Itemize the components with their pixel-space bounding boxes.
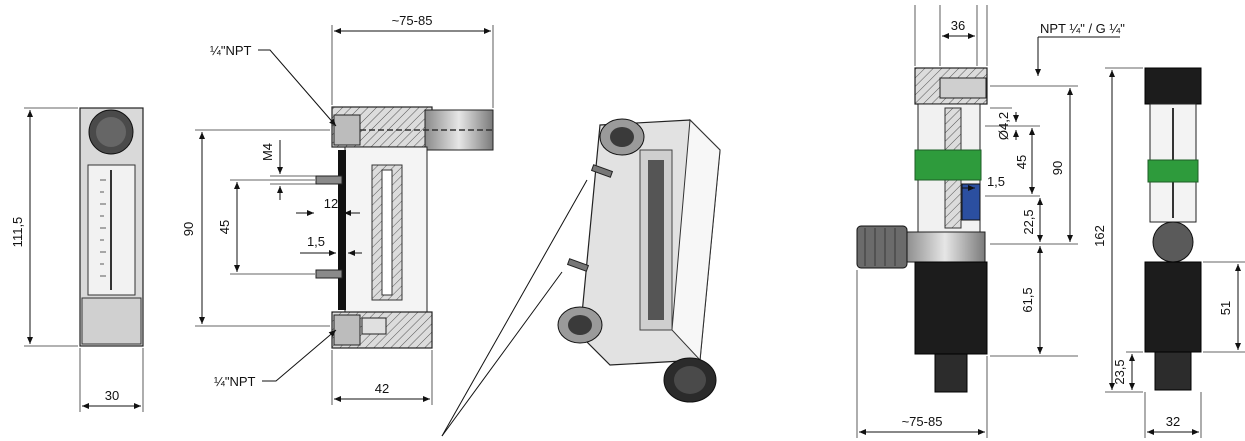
front-height-label: 111,5 [10, 217, 25, 248]
rf-upper-label: 51 [1218, 301, 1233, 315]
rs-top-width-label: 36 [951, 18, 965, 33]
section-offset-label: 1,5 [307, 234, 325, 249]
section-top-port-label: ¼"NPT [210, 43, 252, 58]
iso-leader-2 [441, 271, 563, 437]
rs-green-band [914, 149, 982, 181]
front-view: 111,5 30 [10, 107, 144, 412]
section-stud-top [315, 175, 343, 185]
isometric-view [441, 118, 721, 437]
section-bottom-width-label: 42 [375, 381, 389, 396]
section-height-label: 90 [181, 222, 196, 236]
iso-stud-bottom [566, 258, 590, 272]
rs-bottom-width-label: ~75-85 [902, 414, 943, 429]
right-section-view: 36 NPT ¼" / G ¼" Ø4,2 45 90 1,5 22,5 61,… [856, 5, 1125, 438]
rf-knob [1152, 221, 1194, 263]
rs-valve-body [904, 231, 986, 263]
rs-dark-housing [914, 261, 988, 355]
section-bottom-port-label: ¼"NPT [214, 374, 256, 389]
rs-lower-label: 22,5 [1021, 209, 1036, 234]
rs-height-label: 90 [1050, 161, 1065, 175]
section-thread-label: M4 [260, 143, 275, 161]
front-width-label: 30 [105, 388, 119, 403]
rf-green-band [1147, 159, 1199, 183]
rf-dark-housing [1144, 261, 1202, 353]
rf-cable-gland [1154, 351, 1192, 391]
rf-lower-label: 23,5 [1112, 359, 1127, 384]
iso-knob [663, 357, 717, 403]
rs-port-label: NPT ¼" / G ¼" [1040, 21, 1125, 36]
iso-stud-top [590, 164, 614, 178]
rs-offset-label: 1,5 [987, 174, 1005, 189]
rs-valve-label: 61,5 [1020, 287, 1035, 312]
section-stud-length-label: 12 [324, 196, 338, 211]
section-view: ~75-85 ¼"NPT ¼"NPT 90 45 M4 12 1,5 [181, 13, 495, 405]
rs-cable-gland [934, 353, 968, 393]
rs-spacing-label: 45 [1014, 155, 1029, 169]
iso-leader-1 [441, 179, 588, 437]
front-scale [100, 179, 106, 277]
rf-top [1144, 67, 1202, 105]
section-stud-bottom [315, 269, 343, 279]
section-spacing-label: 45 [217, 220, 232, 234]
right-front-view: 162 51 23,5 32 [1092, 67, 1245, 438]
section-top-width-label: ~75-85 [392, 13, 433, 28]
rf-height-label: 162 [1092, 225, 1107, 247]
rf-width-label: 32 [1166, 414, 1180, 429]
